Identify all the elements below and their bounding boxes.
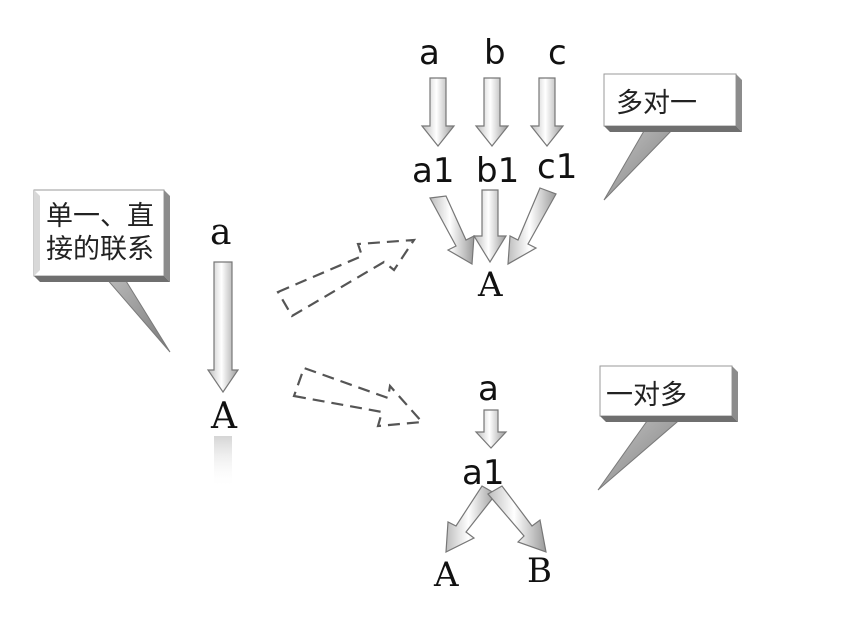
many-converge-arrow-a1 (429, 195, 475, 266)
many-middle-c1: c1 (537, 147, 577, 187)
many-down-arrow-b (474, 77, 510, 147)
many-converge-arrow-b1 (472, 189, 508, 264)
callout-bevel (600, 416, 738, 422)
callout-bevel (34, 190, 40, 276)
callout-bevel (34, 276, 170, 282)
callout-bevel (732, 366, 738, 422)
callout-single-direct: 单一、直 接的联系 (33, 189, 171, 353)
many-input-a: a (419, 33, 440, 73)
reflection (214, 436, 232, 488)
many-input-b: b (484, 33, 506, 73)
callout-bevel (736, 74, 742, 132)
callout-top-right-text: 多对一 (616, 88, 697, 119)
one-down-arrow (474, 409, 508, 449)
many-input-c: c (548, 33, 567, 73)
single-chain-top-label: a (210, 212, 231, 253)
dashed-arrow-up (276, 238, 417, 318)
callout-left-line2: 接的联系 (46, 234, 154, 265)
single-down-arrow (206, 261, 240, 394)
many-middle-a1: a1 (412, 151, 454, 191)
callout-tail (603, 123, 678, 201)
one-diverge-arrow-A (445, 485, 497, 554)
one-diverge-arrow-B (487, 485, 547, 553)
many-down-arrow-a (420, 77, 456, 147)
many-to-one-group: a b c a1 b1 c1 A (412, 33, 577, 305)
callout-bottom-right-text: 一对多 (606, 380, 687, 411)
one-output-A: A (433, 555, 459, 595)
many-down-arrow-c (529, 77, 565, 147)
many-output-A: A (477, 265, 503, 305)
callout-bevel (604, 126, 742, 132)
callout-tail (597, 413, 686, 491)
callout-one-to-many: 一对多 (597, 365, 738, 491)
callout-many-to-one: 多对一 (603, 73, 742, 201)
single-chain: a A (206, 212, 240, 488)
many-middle-b1: b1 (476, 151, 519, 191)
single-chain-bottom-label: A (210, 396, 238, 437)
one-input-a: a (478, 369, 499, 409)
one-output-B: B (527, 551, 552, 591)
callout-left-line1: 单一、直 (46, 201, 154, 232)
callout-bevel (164, 190, 170, 282)
many-converge-arrow-c1 (507, 187, 557, 266)
one-to-many-group: a a1 A B (433, 369, 552, 595)
dashed-arrow-down (292, 366, 425, 428)
